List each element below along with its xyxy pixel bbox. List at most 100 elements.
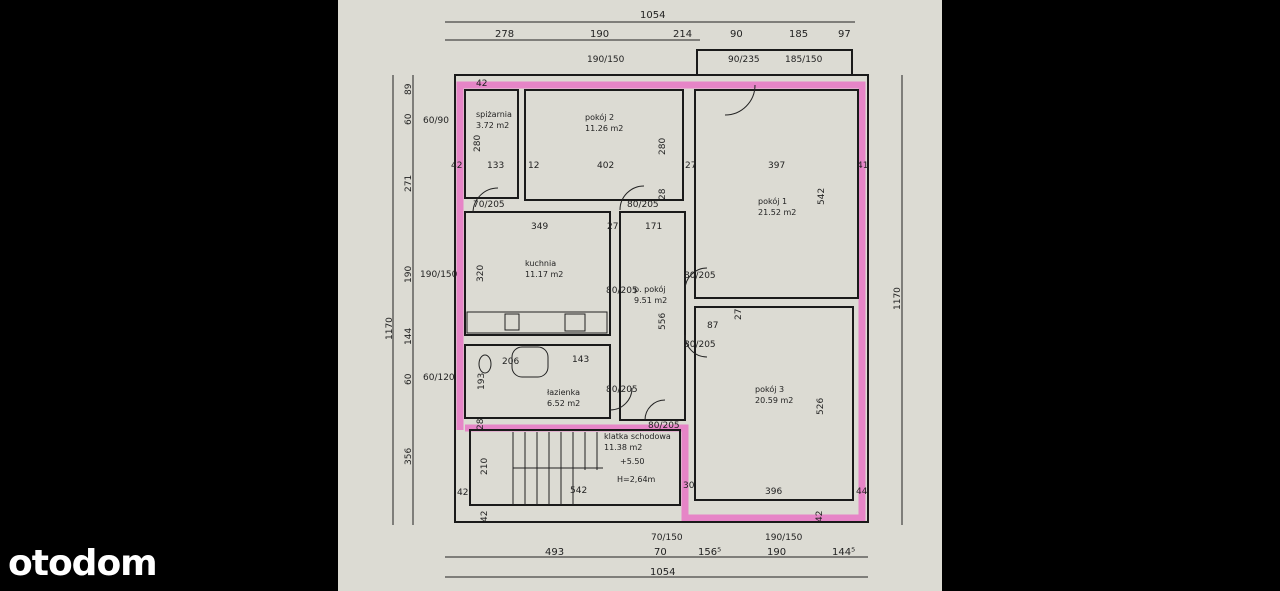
dim: 28	[658, 188, 668, 200]
dim-bottom: 493	[545, 547, 564, 558]
dim-top: 97	[838, 29, 851, 40]
room-area: 9.51 m2	[634, 296, 667, 305]
room-name: p. pokój	[634, 284, 666, 294]
stairs	[512, 432, 603, 505]
dim-top-total: 1054	[640, 10, 665, 21]
dim: 42	[476, 79, 487, 89]
apartment-outline	[456, 81, 866, 522]
room-klatka	[469, 429, 681, 506]
dim-left: 356	[404, 448, 414, 465]
room-pokoj-2	[524, 89, 684, 201]
room-name: pokój 1	[758, 196, 787, 206]
room-area: 11.17 m2	[525, 270, 563, 279]
dim: 41	[857, 161, 868, 171]
window-dim: 90/235	[728, 55, 760, 65]
window-dim: 60/120	[423, 373, 455, 383]
level-elevation: +5.50	[620, 457, 645, 466]
dim: 30	[683, 481, 695, 491]
room-kuchnia	[464, 211, 611, 336]
sink-icon	[504, 313, 520, 331]
dim: 27	[685, 161, 696, 171]
dim-top: 185	[789, 29, 808, 40]
dim: 87	[707, 321, 718, 331]
dim: 542	[817, 188, 827, 205]
room-name: kuchnia	[525, 259, 556, 268]
dim-top: 278	[495, 29, 514, 40]
dim: 402	[597, 161, 614, 171]
room-name: pokój 2	[585, 112, 614, 122]
dim: 210	[480, 458, 490, 475]
dim: 42	[480, 511, 490, 522]
window-dim: 70/150	[651, 533, 683, 543]
dim: 526	[816, 398, 826, 415]
dim-bottom: 156⁵	[698, 547, 721, 558]
room-area: 3.72 m2	[476, 121, 509, 130]
door-dim: 80/205	[684, 271, 716, 281]
dim: 193	[477, 373, 487, 390]
dim-left: 144	[404, 328, 414, 345]
door-dim: 70/205	[473, 200, 505, 210]
room-name: pokój 3	[755, 384, 784, 394]
room-name: łazienka	[547, 388, 580, 397]
balcony	[696, 49, 853, 76]
window-dim: 185/150	[785, 55, 823, 65]
dim: 42	[451, 161, 462, 171]
dimension-lines	[392, 21, 903, 578]
dim-bottom-total: 1054	[650, 567, 675, 578]
dim-top: 90	[730, 29, 743, 40]
dim: 42	[457, 488, 468, 498]
dim: 27	[607, 222, 618, 232]
window-dim: 190/150	[587, 55, 625, 65]
room-lazienka	[464, 344, 611, 419]
room-p-pokoj	[619, 211, 686, 421]
door-dim: 80/205	[606, 385, 638, 395]
door-dim: 80/205	[606, 286, 638, 296]
dim-bottom: 144⁵	[832, 547, 855, 558]
room-area: 6.52 m2	[547, 399, 580, 408]
room-area: 20.59 m2	[755, 396, 793, 405]
door-dim: 80/205	[627, 200, 659, 210]
kitchen-counter	[466, 311, 608, 334]
window-dim: 190/150	[765, 533, 803, 543]
bathtub-icon	[511, 346, 549, 378]
window-dim: 190/150	[420, 270, 458, 280]
dim: 396	[765, 487, 782, 497]
room-pokoj-3	[694, 306, 854, 501]
dim-left-total: 1170	[385, 317, 395, 340]
room-pokoj-1	[694, 89, 859, 299]
stove-icon	[564, 313, 586, 332]
dim: 143	[572, 355, 589, 365]
ceiling-height: H=2,64m	[617, 475, 656, 484]
room-name: spiżarnia	[476, 110, 512, 119]
door-dim: 80/205	[648, 421, 680, 431]
dim: 349	[531, 222, 548, 232]
dim: 42	[815, 511, 825, 522]
dim: 280	[473, 135, 483, 152]
dim-left: 89	[404, 83, 414, 95]
dim: 320	[476, 265, 486, 282]
outer-wall	[454, 74, 869, 523]
dim: 397	[768, 161, 785, 171]
room-area: 11.26 m2	[585, 124, 623, 133]
otodom-logo: otodom	[8, 543, 158, 584]
dim: 28	[476, 418, 486, 430]
door-swings	[472, 84, 756, 421]
window-dim: 60/90	[423, 116, 449, 126]
floor-plan-photo	[338, 0, 942, 591]
dim: 27	[734, 309, 744, 320]
dim: 133	[487, 161, 504, 171]
dim: 171	[645, 222, 662, 232]
dim-top: 214	[673, 29, 692, 40]
door-dim: 80/205	[684, 340, 716, 350]
toilet-icon	[478, 354, 492, 374]
dim: 542	[570, 486, 587, 496]
dim: 556	[658, 313, 668, 330]
dim-left: 190	[404, 266, 414, 283]
dim: 206	[502, 357, 519, 367]
room-name: klatka schodowa	[604, 432, 671, 441]
room-spizarnia	[464, 89, 519, 199]
dim-top: 190	[590, 29, 609, 40]
dim: 44	[856, 487, 868, 497]
dim-left: 60	[404, 113, 414, 125]
